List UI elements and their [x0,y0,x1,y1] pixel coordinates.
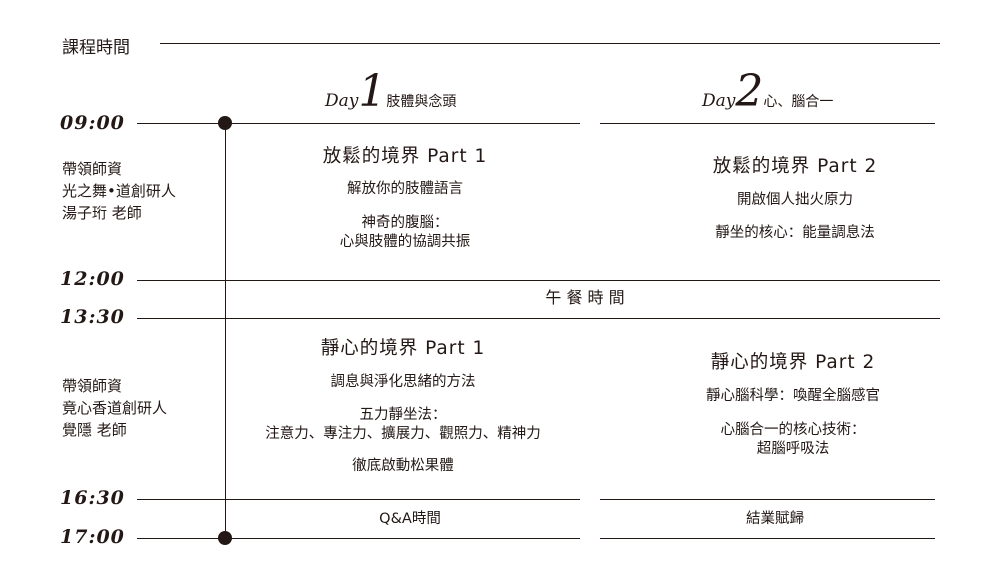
timeline-vertical [225,123,226,538]
day1-header: Day1肢體與念頭 [325,70,457,114]
teacher-org: 竟心香道創研人 [62,399,168,417]
rule-1630-day2 [600,499,935,500]
time-1630: 16:30 [60,487,125,509]
day2-morning-item: 靜坐的核心：能量調息法 [715,225,875,241]
day2-morning-item: 開啟個人拙火原力 [737,192,853,208]
rule-0900-day2 [600,123,935,124]
teacher-label: 帶領師資 [62,377,123,395]
day2-afternoon-title: 靜心的境界 Part 2 [710,352,876,373]
rule-1200 [137,280,940,281]
time-1200: 12:00 [60,268,125,290]
time-1330: 13:30 [60,306,125,328]
time-1700: 17:00 [60,526,125,548]
day1-morning-item: 神奇的腹腦： [361,215,449,231]
title-rule [160,43,940,44]
day2-subtitle: 心、腦合一 [763,94,834,110]
day1-afternoon-title: 靜心的境界 Part 1 [320,338,486,359]
day1-afternoon-item: 五力靜坐法： [359,407,447,423]
day2-header: Day2心、腦合一 [702,70,834,114]
day1-afternoon-item: 調息與淨化思緒的方法 [330,374,476,390]
day1-afternoon-item: 注意力、專注力、擴展力、觀照力、精神力 [265,426,541,442]
lunch-label: 午 餐 時 間 [545,288,625,307]
day2-closing: 結業賦歸 [746,511,804,527]
rule-1700-day1 [137,538,580,539]
day1-afternoon-item: 徹底啟動松果體 [352,458,454,474]
teacher-name: 覺隱 老師 [62,421,127,439]
teacher-label: 帶領師資 [62,160,123,178]
day2-word: Day [702,91,736,111]
day1-morning-title: 放鬆的境界 Part 1 [322,146,488,167]
day1-morning-item: 心與肢體的協調共振 [339,234,471,250]
teacher-name: 湯子珩 老師 [62,204,142,222]
time-0900: 09:00 [60,112,125,134]
day1-morning-item: 解放你的肢體語言 [347,181,463,197]
day1-number: 1 [358,66,387,117]
rule-1630-day1 [137,499,580,500]
rule-1700-day2 [600,538,935,539]
day1-word: Day [325,91,359,111]
teacher-org: 光之舞•道創研人 [62,182,176,200]
day1-subtitle: 肢體與念頭 [386,94,457,110]
day2-afternoon-item: 超腦呼吸法 [756,441,830,457]
teacher-afternoon: 帶領師資 竟心香道創研人 覺隱 老師 [62,375,167,441]
timeline-end-dot [218,531,232,545]
day2-afternoon-item: 靜心腦科學：喚醒全腦感官 [706,388,880,404]
schedule-title: 課程時間 [62,38,130,58]
rule-0900-day1 [137,123,580,124]
day2-morning-title: 放鬆的境界 Part 2 [712,156,878,177]
day2-afternoon-item: 心腦合一的核心技術： [720,422,866,438]
day2-number: 2 [735,66,764,117]
teacher-morning: 帶領師資 光之舞•道創研人 湯子珩 老師 [62,158,176,224]
day1-closing: Q&A時間 [379,511,441,527]
timeline-start-dot [218,116,232,130]
rule-1330 [137,318,940,319]
